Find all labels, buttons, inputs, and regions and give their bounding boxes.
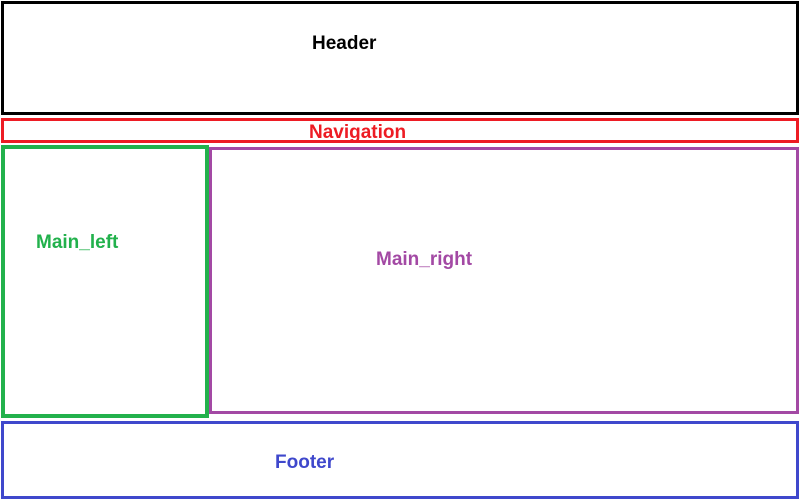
footer-label: Footer [275,452,335,473]
footer-region: Footer [1,421,799,499]
header-region: Header [1,1,799,115]
navigation-region: Navigation [1,118,799,143]
navigation-label: Navigation [309,122,407,143]
main-right-region: Main_right [209,147,799,414]
main-left-region: Main_left [1,145,209,418]
header-label: Header [312,33,377,54]
main-left-label: Main_left [36,232,119,253]
main-right-label: Main_right [376,249,473,270]
